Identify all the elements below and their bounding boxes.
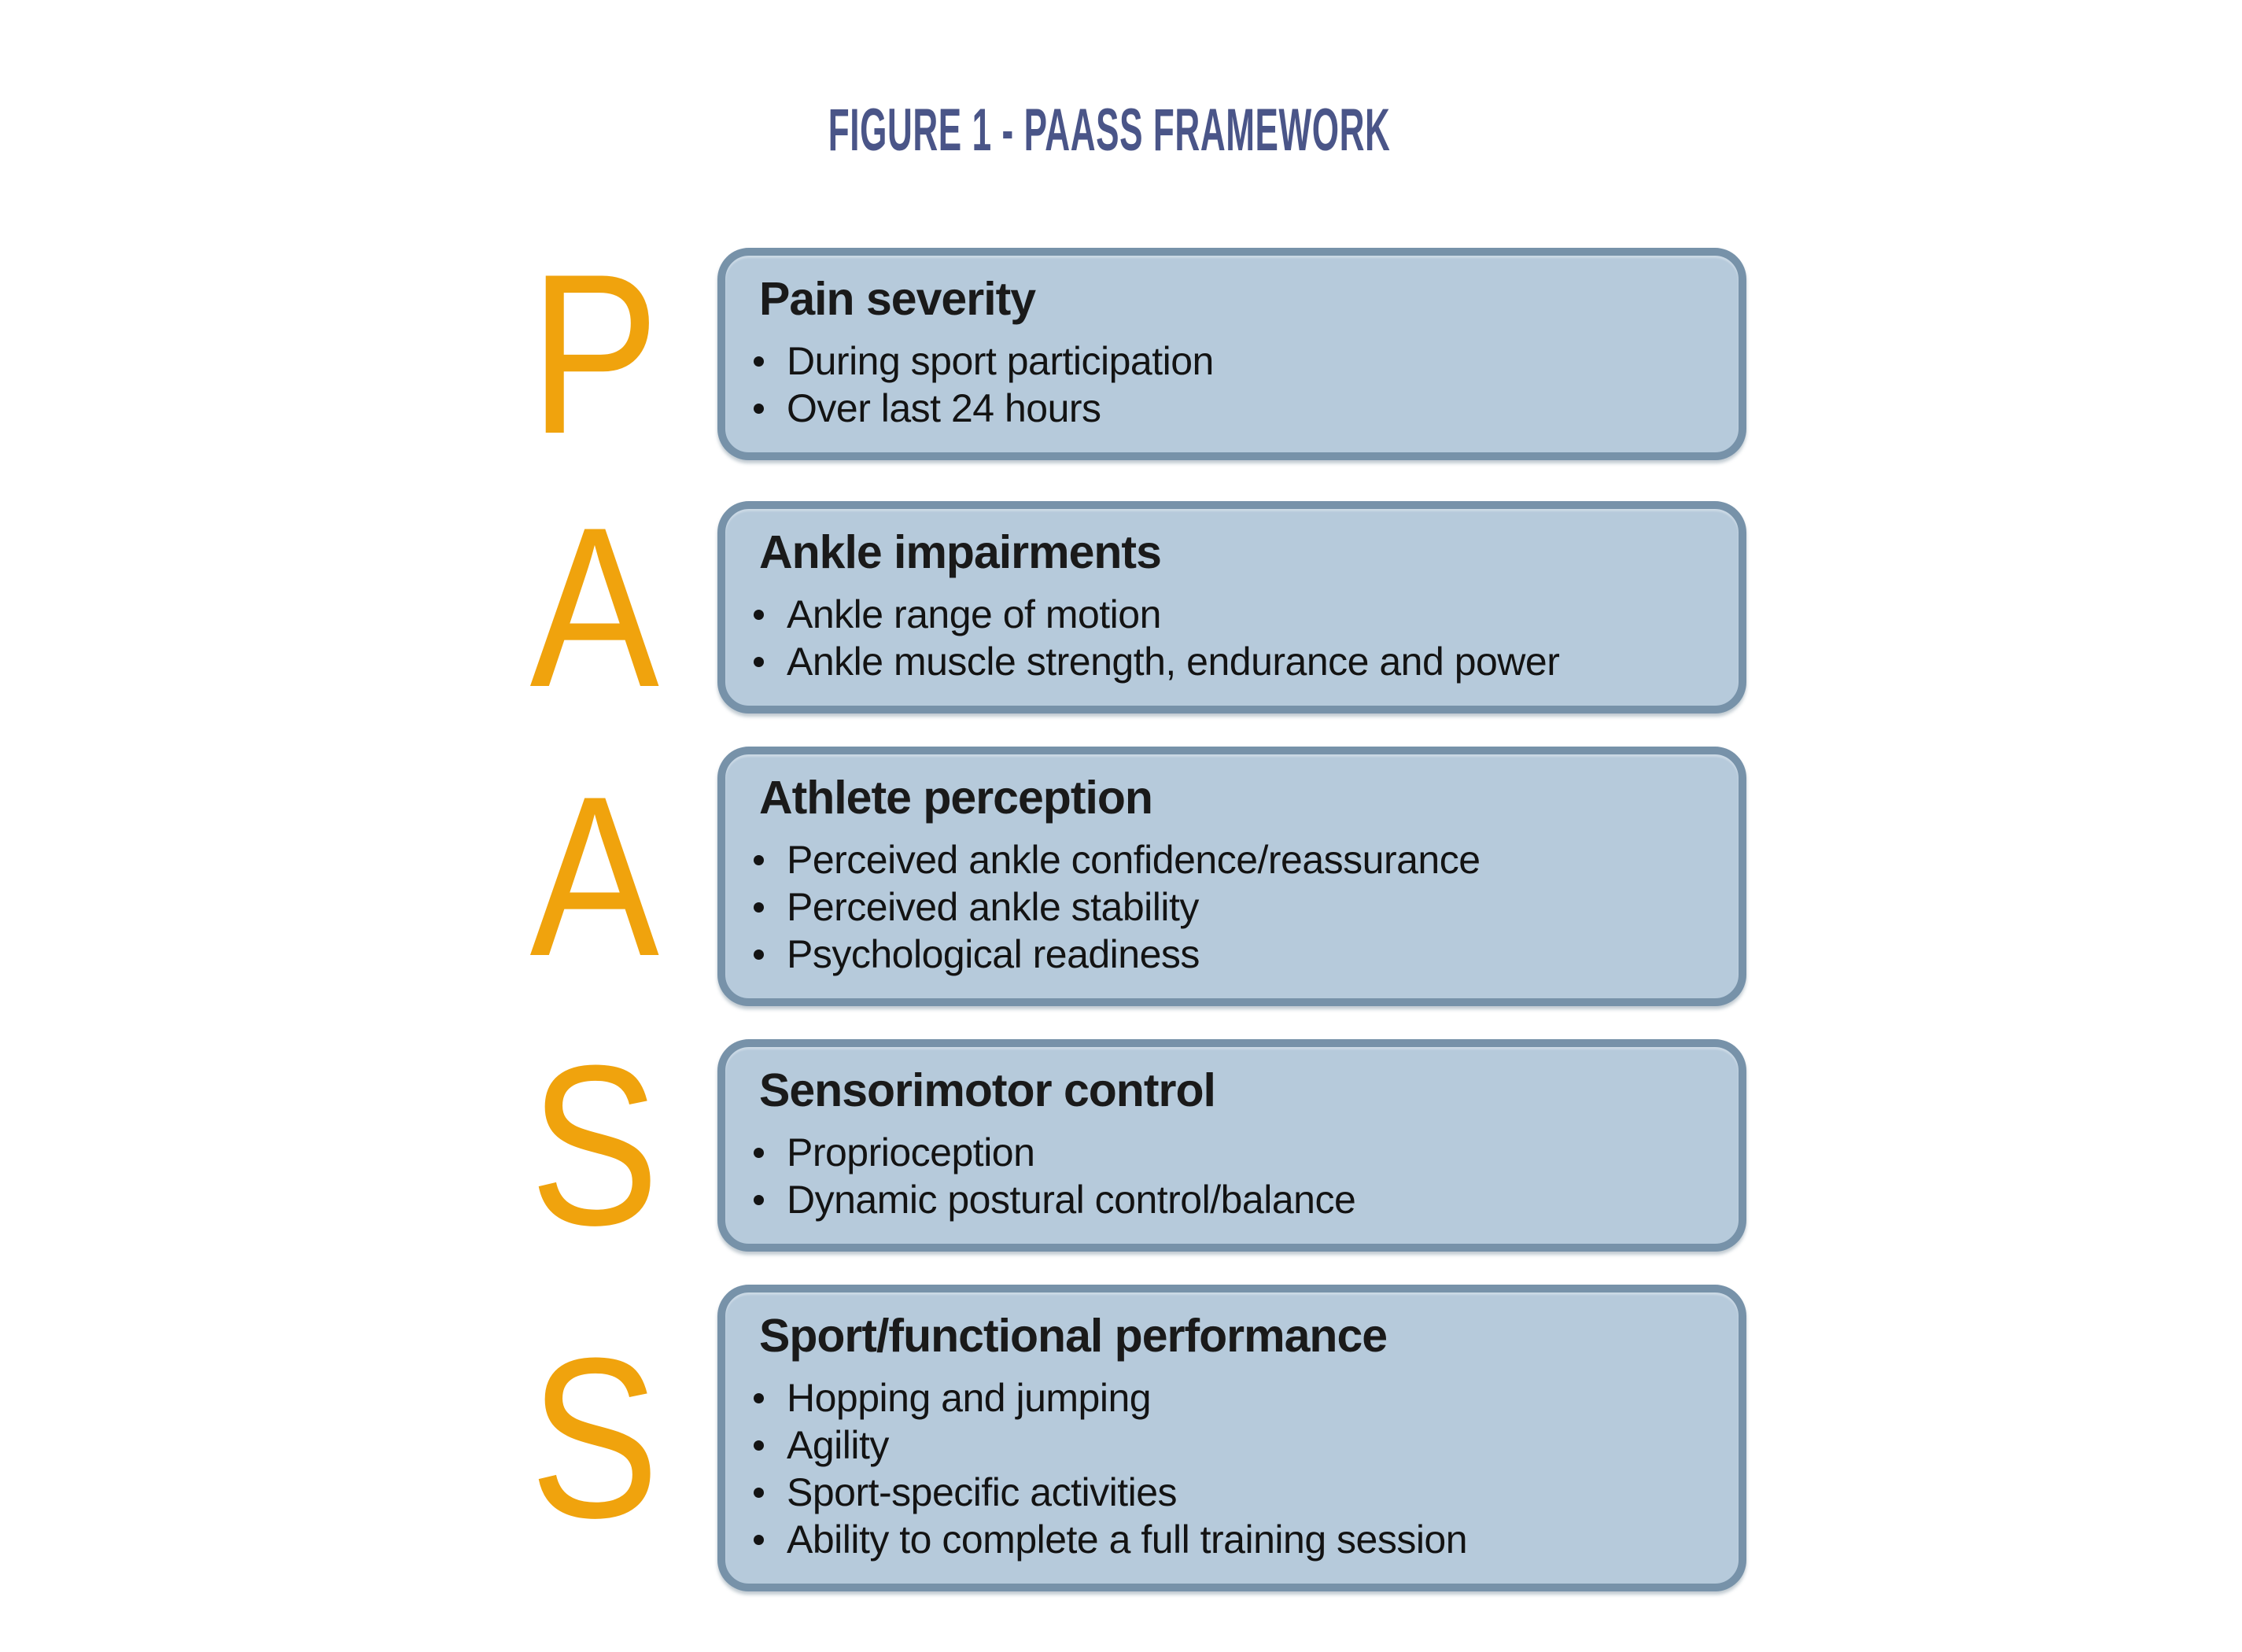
category-heading-sensorimotor-control: Sensorimotor control [759, 1064, 1216, 1117]
category-heading-athlete-perception: Athlete perception [759, 772, 1153, 824]
acronym-letter-p: P [529, 227, 660, 481]
figure-title: FIGURE 1 - PAASS FRAMEWORK [828, 97, 1391, 164]
acronym-letter-cell: A [472, 493, 717, 721]
bullet-item: Agility [752, 1422, 1707, 1469]
bullet-item: Hopping and jumping [752, 1374, 1707, 1422]
category-heading-pain-severity: Pain severity [759, 272, 1036, 325]
framework-row-sensorimotor-control: S Sensorimotor control Proprioception Dy… [472, 1031, 1746, 1259]
framework-row-pain-severity: P Pain severity During sport participati… [472, 240, 1746, 468]
category-box-athlete-perception: Athlete perception Perceived ankle confi… [717, 747, 1746, 1007]
category-box-pain-severity: Pain severity During sport participation… [717, 247, 1746, 461]
category-box-ankle-impairments: Ankle impairments Ankle range of motion … [717, 500, 1746, 714]
bullet-item: Perceived ankle stability [752, 883, 1707, 931]
bullet-item: Psychological readiness [752, 931, 1707, 978]
acronym-letter-cell: A [472, 762, 717, 990]
bullet-item: Sport-specific activities [752, 1469, 1707, 1516]
acronym-letter-cell: S [472, 1324, 717, 1552]
acronym-letter-cell: S [472, 1031, 717, 1259]
acronym-letter-a1: A [529, 480, 660, 735]
bullet-item: Dynamic postural control/balance [752, 1176, 1707, 1223]
acronym-letter-a2: A [529, 749, 660, 1005]
figure-title-wrap: FIGURE 1 - PAASS FRAMEWORK [472, 101, 1746, 160]
category-heading-sport-functional-performance: Sport/functional performance [759, 1310, 1388, 1363]
bullet-item: During sport participation [752, 337, 1707, 385]
framework-row-sport-functional-performance: S Sport/functional performance Hopping a… [472, 1285, 1746, 1592]
bullet-item: Over last 24 hours [752, 385, 1707, 432]
category-box-sport-functional-performance: Sport/functional performance Hopping and… [717, 1285, 1746, 1592]
bullet-item: Perceived ankle confidence/reassurance [752, 836, 1707, 883]
framework-row-ankle-impairments: A Ankle impairments Ankle range of motio… [472, 493, 1746, 721]
category-heading-ankle-impairments: Ankle impairments [759, 525, 1162, 578]
bullet-item: Ankle range of motion [752, 591, 1707, 638]
framework-row-athlete-perception: A Athlete perception Perceived ankle con… [472, 747, 1746, 1007]
acronym-letter-s1: S [529, 1018, 660, 1274]
acronym-letter-s2: S [529, 1311, 660, 1566]
bullet-item: Ankle muscle strength, endurance and pow… [752, 638, 1707, 685]
framework-rows: P Pain severity During sport participati… [472, 240, 1746, 1592]
bullet-item: Proprioception [752, 1129, 1707, 1176]
category-box-sensorimotor-control: Sensorimotor control Proprioception Dyna… [717, 1039, 1746, 1252]
bullet-item: Ability to complete a full training sess… [752, 1516, 1707, 1563]
acronym-letter-cell: P [472, 240, 717, 468]
